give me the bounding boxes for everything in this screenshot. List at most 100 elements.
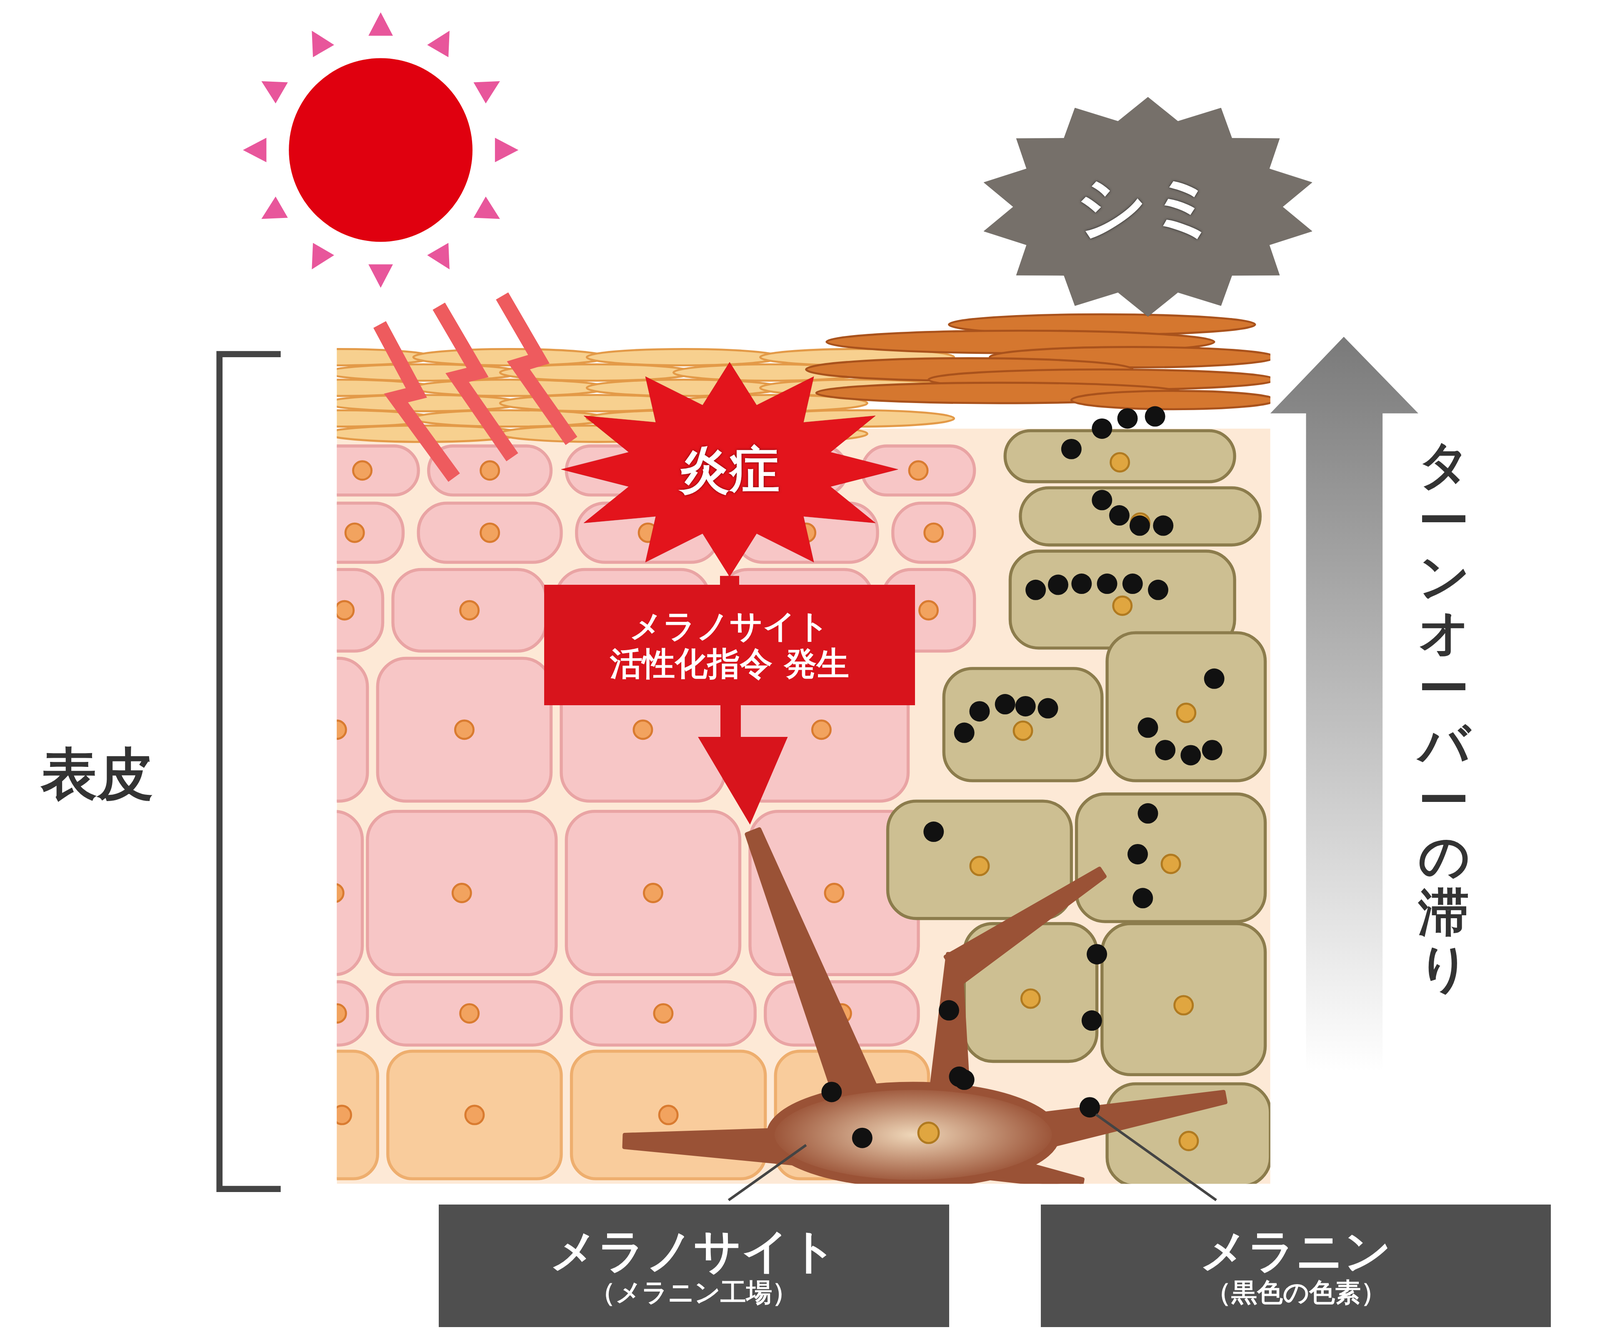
cell-nucleus — [1177, 703, 1196, 722]
label-text: ターンオーバーの滞り — [1418, 435, 1471, 998]
melanin-dot — [954, 722, 975, 743]
node-content: シミ — [1075, 165, 1221, 248]
node-content: メラノサイト（メラニン工場） — [550, 1223, 838, 1308]
melanin-dot — [852, 1127, 873, 1148]
skin-cell — [377, 981, 562, 1045]
cell-nucleus — [345, 523, 364, 542]
node-text: メラノサイト 活性化指令 発生 — [560, 607, 899, 683]
melanin-dot — [1091, 418, 1113, 439]
node-content: メラノサイト 活性化指令 発生 — [560, 607, 899, 683]
melanin-dot — [1202, 739, 1223, 760]
epidermis-bracket — [219, 354, 281, 1189]
melanin-dot — [995, 693, 1016, 715]
horny-layer — [413, 379, 608, 396]
turnover-label: ターンオーバーの滞り — [1418, 436, 1470, 996]
melanin-dot — [1152, 515, 1174, 536]
cell-nucleus — [909, 461, 928, 480]
skin-cell — [566, 811, 740, 975]
melanin-dot — [1129, 515, 1150, 536]
melanin-dot — [1071, 573, 1092, 594]
pigmented-cell — [1102, 923, 1266, 1075]
sun-ray — [368, 12, 393, 36]
pigmented-cell — [1005, 430, 1235, 482]
cell-nucleus — [919, 600, 938, 620]
cell-nucleus — [1021, 989, 1040, 1008]
melanin-dot — [1047, 574, 1069, 595]
node-content: 炎症 — [679, 440, 780, 499]
sun-ray — [261, 196, 288, 220]
melanin-dot — [1097, 573, 1118, 594]
cell-nucleus — [336, 883, 344, 902]
cell-nucleus — [812, 720, 831, 739]
cell-nucleus — [970, 856, 989, 875]
cell-nucleus — [654, 1003, 673, 1023]
horny-layer — [336, 395, 521, 412]
melanin-dot — [1137, 802, 1158, 824]
stain-burst: シミ — [979, 97, 1317, 317]
skin-cell — [336, 445, 419, 495]
melanin-dot — [923, 821, 944, 842]
cell-nucleus — [643, 883, 663, 902]
horny-layer — [336, 364, 521, 381]
melanin-dot — [969, 700, 990, 722]
sun-ray — [473, 196, 500, 220]
melanocyte-body — [770, 1085, 1057, 1184]
melanin-dot — [1037, 697, 1059, 719]
label-text: 表皮 — [40, 741, 154, 807]
skin-cell — [367, 811, 557, 975]
skin-section — [336, 314, 1270, 1184]
cell-nucleus — [1161, 854, 1180, 873]
uv-ray — [438, 306, 513, 458]
signal-connector — [720, 575, 740, 586]
melanin-dot — [954, 1069, 975, 1090]
melanin-dot — [1147, 579, 1169, 600]
cell-nucleus — [825, 883, 844, 902]
cell-nucleus — [480, 523, 500, 542]
skin-cell — [336, 981, 368, 1045]
node-text: 炎症 — [679, 440, 780, 499]
cell-nucleus — [659, 1105, 678, 1124]
sun-disc — [288, 58, 473, 243]
turnover-arrow — [1270, 336, 1419, 1072]
basal-cell — [387, 1050, 562, 1179]
node-text: シミ — [1075, 165, 1221, 248]
node-text: メラニン — [1200, 1223, 1392, 1278]
sun-ray — [368, 264, 393, 288]
cell-nucleus — [480, 461, 500, 480]
skin-cell — [377, 657, 551, 801]
pigmented-cell — [1107, 632, 1266, 781]
skin-cell — [392, 569, 546, 651]
sun-ray — [242, 137, 267, 163]
cell-nucleus — [1013, 721, 1033, 740]
melanin-dot — [1015, 695, 1036, 717]
signal-box: メラノサイト 活性化指令 発生 — [544, 584, 915, 705]
leader-line — [728, 1144, 807, 1200]
cell-nucleus — [353, 461, 372, 480]
cell-nucleus — [924, 523, 943, 542]
sun-ray — [261, 81, 288, 104]
sun-symbol — [242, 12, 519, 288]
node-subtext: （黒色の色素） — [1200, 1277, 1392, 1307]
node-content: メラニン（黒色の色素） — [1200, 1223, 1392, 1308]
cell-nucleus — [336, 720, 346, 739]
melanin-dot — [821, 1081, 842, 1103]
melanin-dot — [1132, 887, 1153, 908]
cell-nucleus — [455, 720, 474, 739]
horny-layer — [586, 379, 781, 396]
melanocyte-figure — [624, 829, 1226, 1184]
cell-nucleus — [336, 1003, 346, 1023]
melanin-dot — [1127, 843, 1148, 865]
melanin-dot — [1204, 668, 1225, 689]
skin-cell — [418, 502, 562, 563]
cell-nucleus — [465, 1105, 484, 1124]
melanin-dot — [1091, 489, 1113, 510]
inflammation-burst: 炎症 — [561, 362, 898, 577]
melanin-dot — [938, 1000, 960, 1021]
cell-nucleus — [1113, 596, 1132, 615]
melanin-dot — [1122, 573, 1143, 594]
pigmented-cell — [943, 668, 1103, 781]
skin-cell — [336, 811, 363, 975]
cell-nucleus — [460, 1003, 479, 1023]
skin-cell — [892, 502, 975, 563]
cell-nucleus — [1174, 995, 1193, 1015]
